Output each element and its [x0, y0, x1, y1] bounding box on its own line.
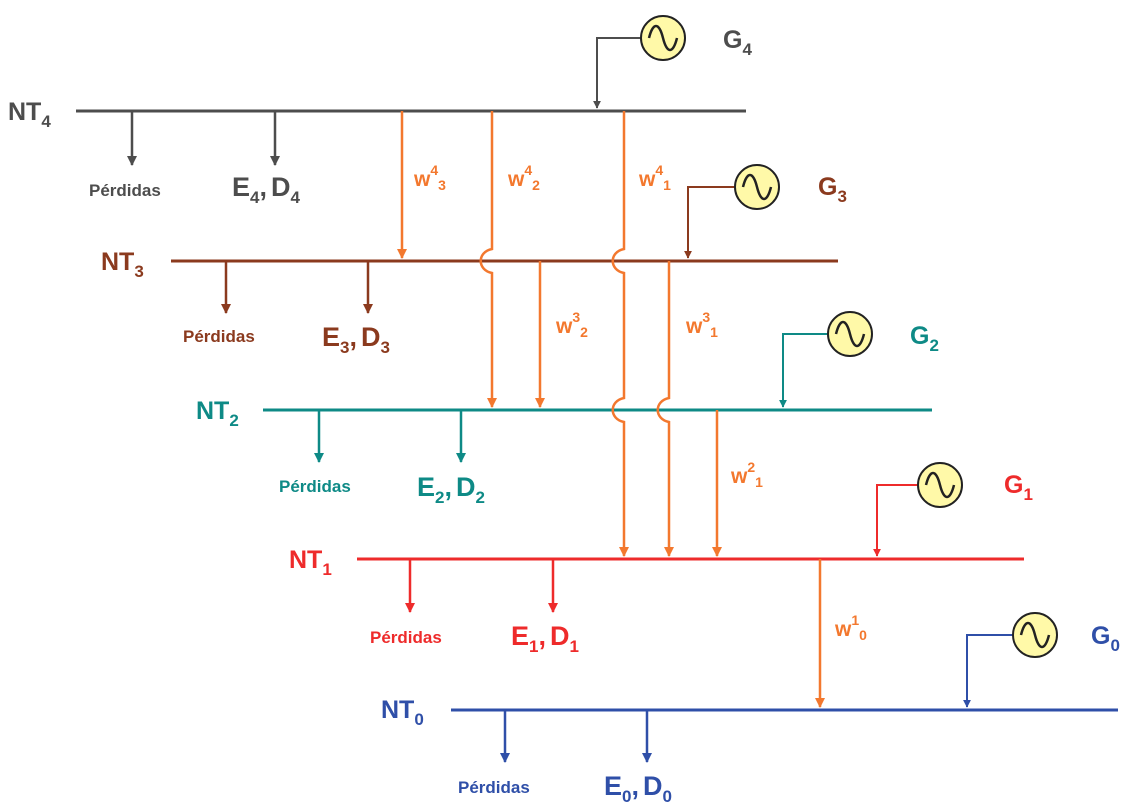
level-2-label: NT2: [196, 397, 239, 430]
level-4-generator-label: G4: [723, 26, 752, 59]
level-1-generator: [917, 462, 963, 508]
level-1-generator-feed: [873, 484, 918, 557]
level-2-group: NT2 Pérdidas E2,D2 G2: [196, 311, 939, 507]
level-2-demand-label: E2,D2: [417, 472, 485, 507]
level-0-generator-label: G0: [1091, 622, 1120, 655]
level-4-generator-feed: [593, 37, 641, 109]
flow-w42-arrow: [479, 111, 497, 408]
sine-wave-icon: [834, 320, 866, 348]
level-4-label: NT4: [8, 98, 51, 131]
flow-w32-label: w32: [555, 309, 588, 340]
level-0-label: NT0: [381, 696, 424, 729]
level-4-group: NT4 Pérdidas E4,D4 G4: [8, 15, 752, 207]
flows-group: [397, 111, 825, 708]
flow-w43-label: w43: [413, 162, 446, 193]
level-0-group: NT0 Pérdidas E0,D0 G0: [381, 612, 1120, 805]
sine-wave-icon: [647, 24, 679, 52]
sine-wave-icon: [924, 471, 956, 499]
flow-w41-label: w41: [638, 162, 671, 193]
level-1-losses-label: Pérdidas: [370, 628, 442, 647]
level-0-generator-feed: [963, 634, 1013, 708]
level-2-losses-label: Pérdidas: [279, 477, 351, 496]
level-1-generator-label: G1: [1004, 471, 1033, 504]
level-3-demand-label: E3,D3: [322, 322, 390, 357]
level-3-generator-label: G3: [818, 173, 847, 206]
level-3-group: NT3 Pérdidas E3,D3 G3: [101, 164, 847, 357]
level-3-generator-feed: [684, 186, 735, 259]
level-1-group: NT1 Pérdidas E1,D1 G1: [289, 462, 1033, 656]
flow-w42-label: w42: [507, 162, 540, 193]
flow-w41-arrow: [611, 111, 629, 557]
level-4-demand-label: E4,D4: [232, 172, 301, 207]
level-3-label: NT3: [101, 248, 144, 281]
level-0-demand-label: E0,D0: [604, 771, 672, 805]
level-2-generator: [827, 311, 873, 357]
level-2-generator-feed: [779, 333, 828, 408]
level-1-demand-label: E1,D1: [511, 621, 579, 656]
flow-w31-arrow: [656, 261, 674, 557]
level-4-generator: [640, 15, 686, 61]
sine-wave-icon: [1019, 621, 1051, 649]
level-3-losses-label: Pérdidas: [183, 327, 255, 346]
sine-wave-icon: [741, 173, 773, 201]
flow-w10-label: w10: [834, 612, 867, 643]
flow-w21-label: w21: [730, 459, 763, 490]
level-4-losses-label: Pérdidas: [89, 181, 161, 200]
flow-w31-label: w31: [685, 309, 718, 340]
level-0-losses-label: Pérdidas: [458, 778, 530, 797]
level-0-generator: [1012, 612, 1058, 658]
flow-labels-group: w43 w42 w41 w32 w31 w21 w10: [413, 162, 867, 643]
level-3-generator: [734, 164, 780, 210]
level-1-label: NT1: [289, 546, 332, 579]
level-2-generator-label: G2: [910, 322, 939, 355]
